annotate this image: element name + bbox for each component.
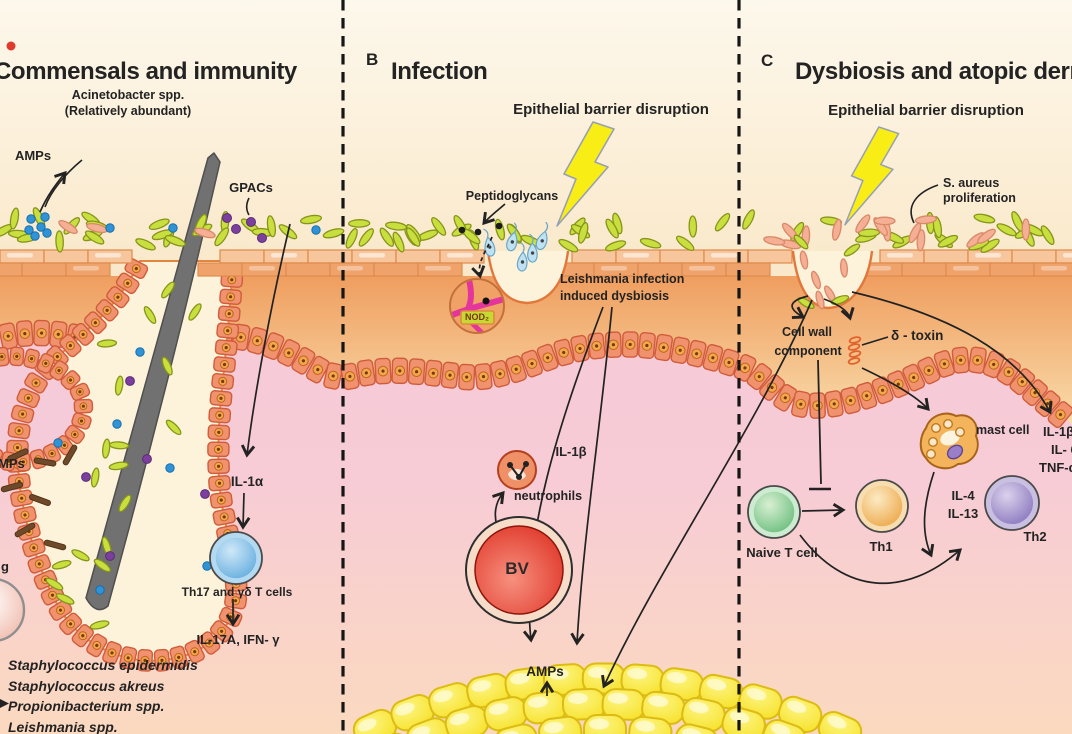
nod2-label: NOD₂ [465,312,489,322]
il-4-label: IL-4 [951,488,975,503]
th2-cell [984,475,1040,531]
s-aureus-label-line2: proliferation [943,191,1016,205]
th1-label: Th1 [869,539,893,554]
panel-c-letter: C [761,51,774,70]
th17-gd-t-cell [209,531,263,585]
acinetobacter-dots [24,212,321,241]
il-13-label: IL-13 [947,506,979,521]
species-item: Propionibacterium spp. [8,698,165,715]
s-aureus-label-line1: S. aureus [943,176,1000,190]
naive-t-cell-label: Naive T cell [746,545,818,560]
bv-label: BV [505,559,529,578]
species-item: Leishmania spp. [8,719,118,734]
leishmania-dysbiosis-line2: induced dysbiosis [560,289,670,303]
amps-follicle-label: MPs [0,456,25,471]
barrier-disruption-label-c: Epithelial barrier disruption [828,102,1024,119]
delta-toxin-label: δ - toxin [891,328,944,343]
il-1b-label-b: IL-1β [555,444,587,459]
gpac-dots [222,213,267,243]
surface-microbiota [0,207,1055,310]
naive-t-cell [747,485,801,539]
nod2-keratinocyte-inset [449,278,505,334]
acinetobacter-label-line2: (Relatively abundant) [64,104,192,118]
hair-shaft [85,152,221,611]
cutoff-cell-left-edge [0,578,26,642]
species-pointer [0,699,9,708]
red-marker [6,41,16,51]
panel-b-letter: B [366,50,379,69]
dermal-island-cell-ring [0,346,94,472]
panel-a-title: Commensals and immunity [0,58,297,85]
amps-label-b: AMPs [526,664,564,679]
neutrophil [497,450,537,490]
follicle-microbiota [0,281,212,630]
il-6-label: IL- 6 [1051,442,1072,457]
peptidoglycan-dots [458,222,503,236]
th1-cell [855,479,909,533]
barrier-break-c [791,250,874,310]
bv-cell [465,516,573,624]
cutoff-label-g: g [1,559,9,574]
gpacs-label: GPACs [229,180,273,195]
acinetobacter-label-line1: Acinetobacter spp. [71,88,185,102]
delta-toxin-coil [847,336,862,365]
leishmania-dysbiosis-line1: Leishmania infection [560,272,685,286]
lightning-bolt-c [844,126,900,226]
mast-cell-nucleus [946,444,964,460]
panel-dividers [341,0,741,734]
neutrophils-label: neutrophils [514,489,583,503]
cell-wall-label-line2: component [774,344,842,358]
species-list: Staphylococcus epidermidis Staphylococcu… [8,655,198,734]
nod2-box [460,310,495,325]
mast-cell-label: mast cell [976,423,1030,437]
th17-gd-tcells-label: Th17 and γδ T cells [181,585,293,599]
il-1a-label: IL-1α [230,474,264,489]
mast-cell [919,412,979,470]
th2-label: Th2 [1023,529,1047,544]
tnf-a-label: TNF-α [1039,460,1072,475]
lightning-bolt-b [556,121,615,227]
il-17a-ifng-label: IL-17A, IFN- γ [196,632,280,647]
corner-marker [6,41,16,51]
barrier-disruption-label-b: Epithelial barrier disruption [513,101,709,118]
basal-cell-layer [0,319,1072,429]
leishmania-parasites [483,221,549,272]
peptidoglycans-label: Peptidoglycans [465,189,559,203]
amps-surface-label: AMPs [14,148,52,163]
il-1b-label-c: IL-1β [1043,424,1072,439]
species-item: Staphylococcus epidermidis [8,657,198,673]
panel-b-title: Infection [391,58,488,85]
panel-c-title: Dysbiosis and atopic dermatitis [795,58,1072,85]
cell-wall-label-line1: Cell wall [781,325,833,339]
adipocyte-fat-cells [352,662,863,734]
barrier-break-b [486,250,570,305]
species-item: Staphylococcus akreus [8,677,165,694]
